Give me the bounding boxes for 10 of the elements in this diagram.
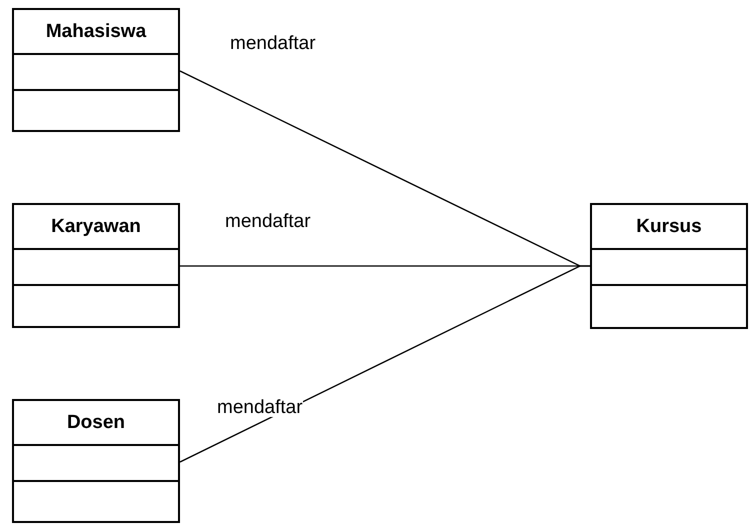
class-name: Dosen <box>66 412 126 434</box>
association-line <box>180 265 590 463</box>
class-name: Kursus <box>636 216 702 238</box>
class-box <box>12 203 180 328</box>
class-box <box>12 8 180 132</box>
class-box <box>590 203 748 329</box>
edge-label: mendaftar <box>217 398 303 417</box>
class-name: Mahasiswa <box>46 20 146 42</box>
class-name: Karyawan <box>51 216 141 238</box>
class-box <box>12 399 180 523</box>
